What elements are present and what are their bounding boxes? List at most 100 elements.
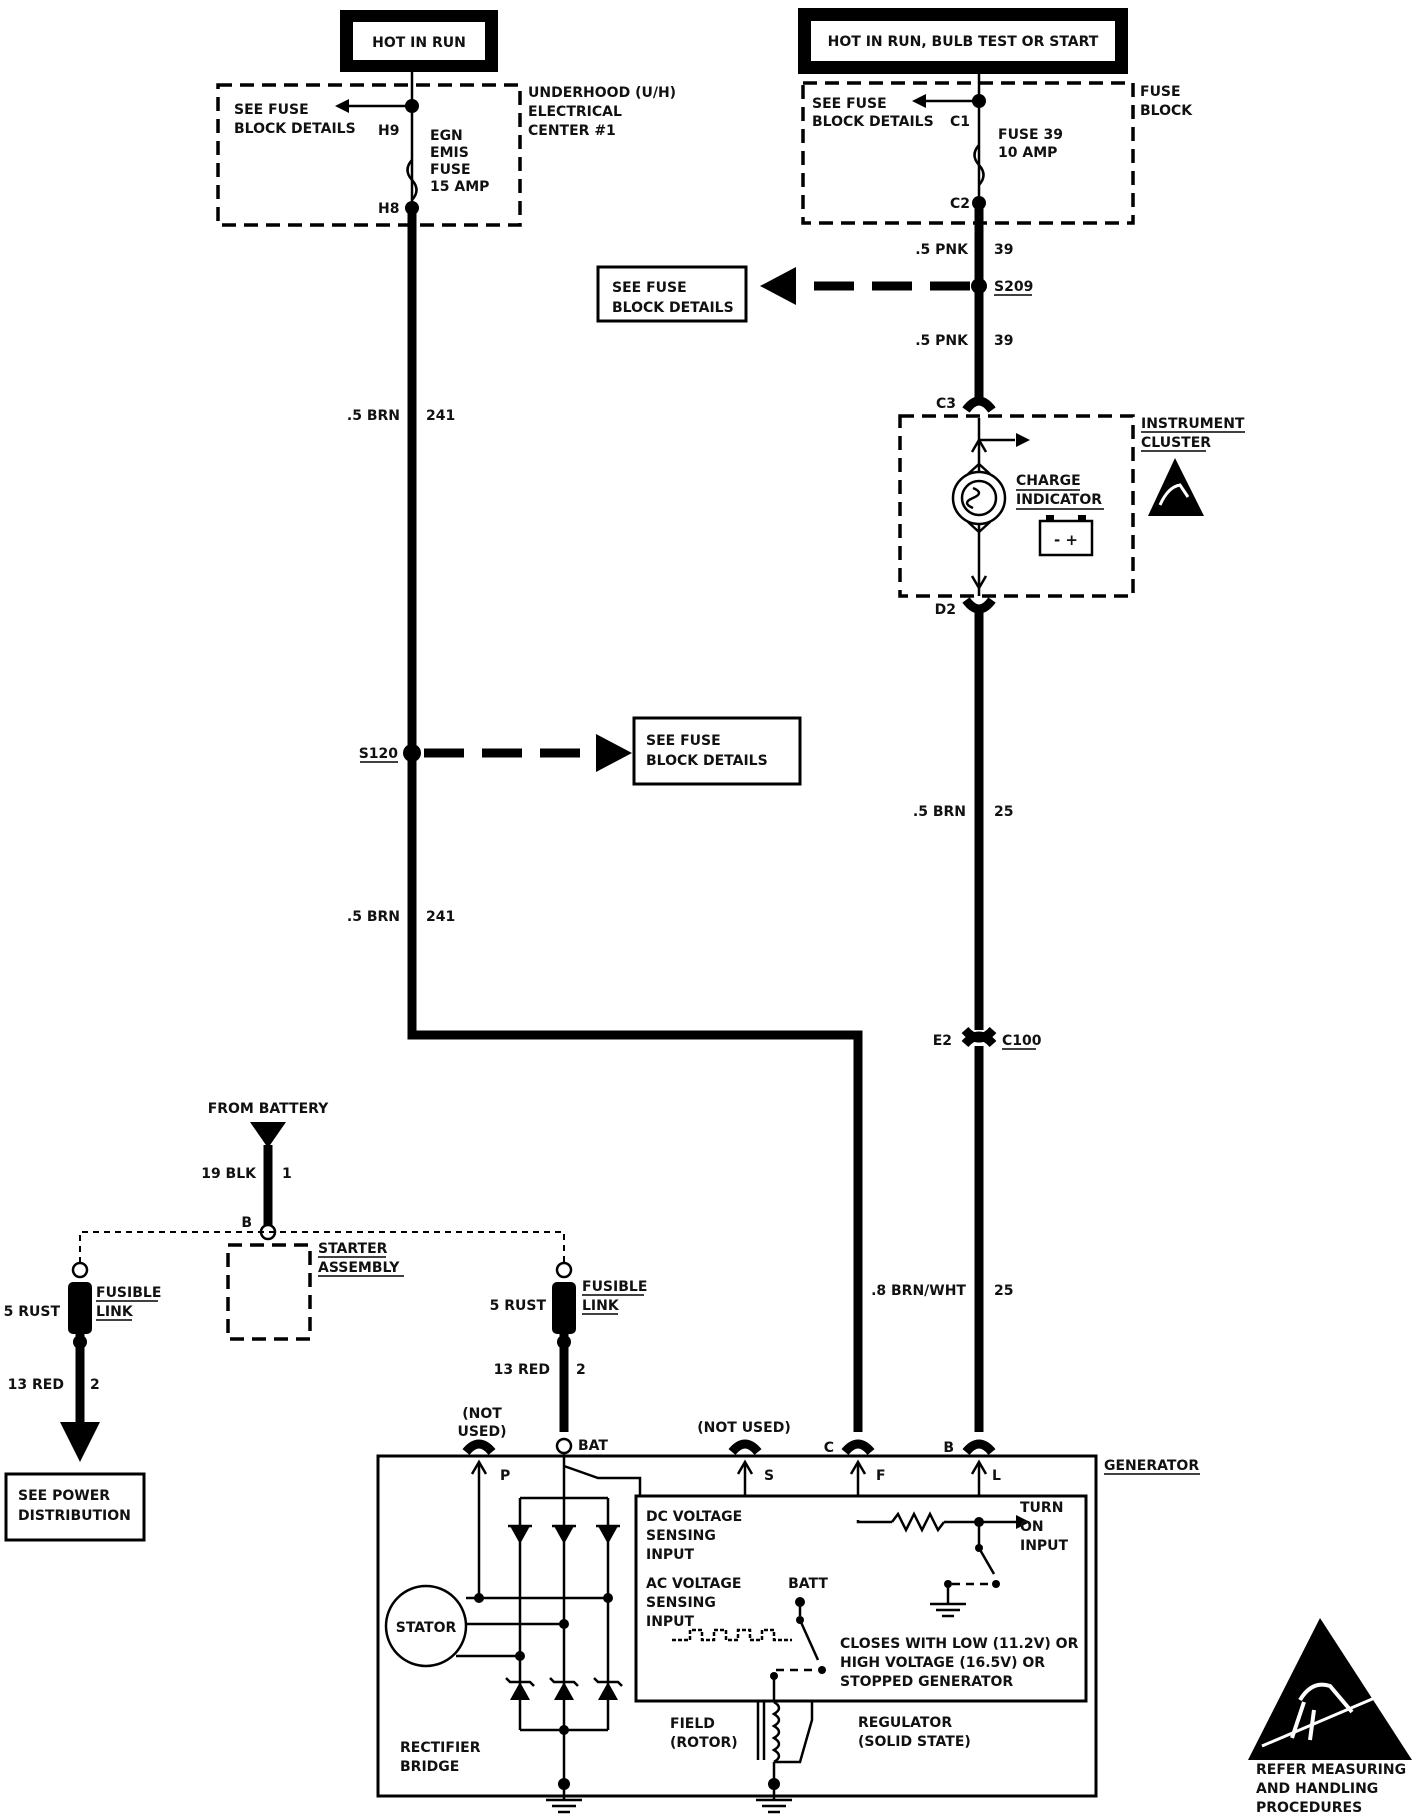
fuse-block-label-1: FUSE: [1140, 84, 1181, 100]
closes-label-3: STOPPED GENERATOR: [840, 1674, 1013, 1690]
see-power-distribution-box: SEE POWER DISTRIBUTION: [4, 1472, 146, 1542]
terminal-s-hood: [728, 1439, 762, 1456]
left-fusible-label: FUSIBLE: [96, 1285, 161, 1301]
ac-sensing-label: SENSING: [646, 1595, 716, 1611]
see-fuse-line1: SEE FUSE: [646, 733, 721, 749]
wire-25-brnwht-gauge: .8 BRN/WHT: [871, 1283, 966, 1299]
esd-line1: REFER MEASURING: [1256, 1762, 1406, 1778]
wire-241-circuit-bottom: 241: [426, 909, 455, 925]
left-red-circuit: 2: [90, 1377, 100, 1393]
stator-label: STATOR: [396, 1620, 457, 1636]
wire-39-circuit-bottom: 39: [994, 333, 1013, 349]
term-s-label: S: [764, 1468, 774, 1484]
wire-39-pnk: .5 PNK 39 .5 PNK 39: [915, 207, 1013, 398]
generator-label: GENERATOR: [1104, 1458, 1199, 1474]
underhood-label: UNDERHOOD (U/H): [528, 85, 676, 101]
right-fusible-label: FUSIBLE: [582, 1279, 647, 1295]
wire-25-brn-gauge: .5 BRN: [913, 804, 966, 820]
pin-b-label: B: [943, 1440, 954, 1456]
fuse-39-symbol: [973, 144, 985, 186]
rectifier-label: RECTIFIER: [400, 1740, 481, 1756]
hot-in-run-bulb-test-header: HOT IN RUN, BULB TEST OR START: [798, 8, 1128, 74]
see-fuse-text: SEE FUSE: [812, 96, 887, 112]
field-label: FIELD: [670, 1716, 715, 1732]
wire-241-circuit-top: 241: [426, 408, 455, 424]
terminal-f-hood: [841, 1439, 875, 1456]
field-rotor: FIELD (ROTOR) REGULATOR (SOLID STATE): [670, 1676, 971, 1790]
ac-input-label: INPUT: [646, 1614, 695, 1630]
left-link-label: LINK: [96, 1304, 134, 1320]
batt-label: BATT: [788, 1576, 828, 1592]
term-l-label: L: [992, 1468, 1001, 1484]
underhood-fuse-box: SEE FUSE BLOCK DETAILS H9 H8 EGN EMIS FU…: [216, 72, 676, 227]
battery-symbol-icon: - +: [1038, 515, 1094, 557]
block-details-text: BLOCK DETAILS: [234, 121, 356, 137]
see-fuse-box-s209: SEE FUSE BLOCK DETAILS: [596, 265, 748, 323]
indicator-label: INDICATOR: [1016, 492, 1102, 508]
instrument-label: INSTRUMENT: [1141, 416, 1245, 432]
fuse-block-label-2: BLOCK: [1140, 103, 1193, 119]
left-fusible-link: 5 RUST FUSIBLE LINK 13 RED 2: [4, 1261, 161, 1462]
wire-241-gauge-bottom: .5 BRN: [347, 909, 400, 925]
wire-241-gauge-top: .5 BRN: [347, 408, 400, 424]
right-fusible-link: 5 RUST FUSIBLE LINK 13 RED 2: [490, 1261, 647, 1432]
blk-gauge: 19 BLK: [201, 1166, 257, 1182]
ac-waveform: [672, 1628, 792, 1642]
field-coil-symbol: [771, 1700, 781, 1764]
battery-polarity: - +: [1054, 531, 1078, 549]
esd-warning-icon: [1248, 1618, 1412, 1760]
connector-c3: C3: [936, 396, 996, 413]
term-p-label: P: [500, 1468, 510, 1484]
block-details-text: BLOCK DETAILS: [812, 114, 934, 130]
terminal-l-hood: [962, 1439, 996, 1456]
on-label: ON: [1020, 1519, 1044, 1535]
pin-h8-label: H8: [378, 201, 399, 217]
hot-in-run-label: HOT IN RUN: [372, 35, 466, 51]
charge-label: CHARGE: [1016, 473, 1081, 489]
connector-e2-label: E2: [933, 1033, 952, 1049]
splice-s120: S120: [359, 734, 632, 772]
term-f-label: F: [876, 1468, 886, 1484]
see-fuse-text: SEE FUSE: [234, 102, 309, 118]
ground-icon: [546, 1778, 792, 1814]
fuse-block-box: SEE FUSE BLOCK DETAILS C1 C2 FUSE 39 10 …: [801, 74, 1193, 225]
fuse-rating: 15 AMP: [430, 179, 489, 195]
splice-s209-label: S209: [994, 279, 1033, 295]
see-fuse-line2: BLOCK DETAILS: [646, 753, 768, 769]
fuse-pin-h8: [405, 201, 419, 215]
not-used-p-2: USED): [457, 1424, 506, 1440]
pin-c2-label: C2: [950, 196, 970, 212]
regulator-box: DC VOLTAGE SENSING INPUT AC VOLTAGE SENS…: [634, 1494, 1088, 1703]
center-label: CENTER #1: [528, 123, 616, 139]
stator-rectifier: STATOR: [384, 1496, 623, 1790]
connector-d2-label: D2: [935, 602, 956, 618]
rotor-label: (ROTOR): [670, 1735, 738, 1751]
fuse-pin-c2: [972, 196, 986, 210]
turn-label: TURN: [1020, 1500, 1063, 1516]
left-red-gauge: 13 RED: [8, 1377, 64, 1393]
wire-39-gauge-bottom: .5 PNK: [915, 333, 969, 349]
fuse-name-3: FUSE: [430, 162, 471, 178]
b-terminal-label: B: [241, 1215, 252, 1231]
assembly-label: ASSEMBLY: [318, 1260, 400, 1276]
hot-in-run-bulb-test-label: HOT IN RUN, BULB TEST OR START: [828, 34, 1099, 50]
see-fuse-box-s120: SEE FUSE BLOCK DETAILS: [632, 716, 802, 786]
fuse-name-1: EGN: [430, 128, 463, 144]
cluster-label: CLUSTER: [1141, 435, 1211, 451]
esd-line3: PROCEDURES: [1256, 1800, 1362, 1816]
dc-voltage-label: DC VOLTAGE: [646, 1509, 742, 1525]
see-power-label: SEE POWER: [18, 1488, 110, 1504]
right-red-circuit: 2: [576, 1362, 586, 1378]
bat-terminal: [555, 1437, 573, 1455]
stator-symbol: [384, 1584, 468, 1668]
right-red-gauge: 13 RED: [494, 1362, 550, 1378]
blk-circuit: 1: [282, 1166, 292, 1182]
input-label: INPUT: [1020, 1538, 1069, 1554]
starter-label: STARTER: [318, 1241, 388, 1257]
ac-voltage-label: AC VOLTAGE: [646, 1576, 741, 1592]
see-fuse-line2: BLOCK DETAILS: [612, 300, 734, 316]
terminal-p-hood: [462, 1439, 496, 1456]
right-link-label: LINK: [582, 1298, 620, 1314]
fuse-symbol: [406, 159, 418, 201]
